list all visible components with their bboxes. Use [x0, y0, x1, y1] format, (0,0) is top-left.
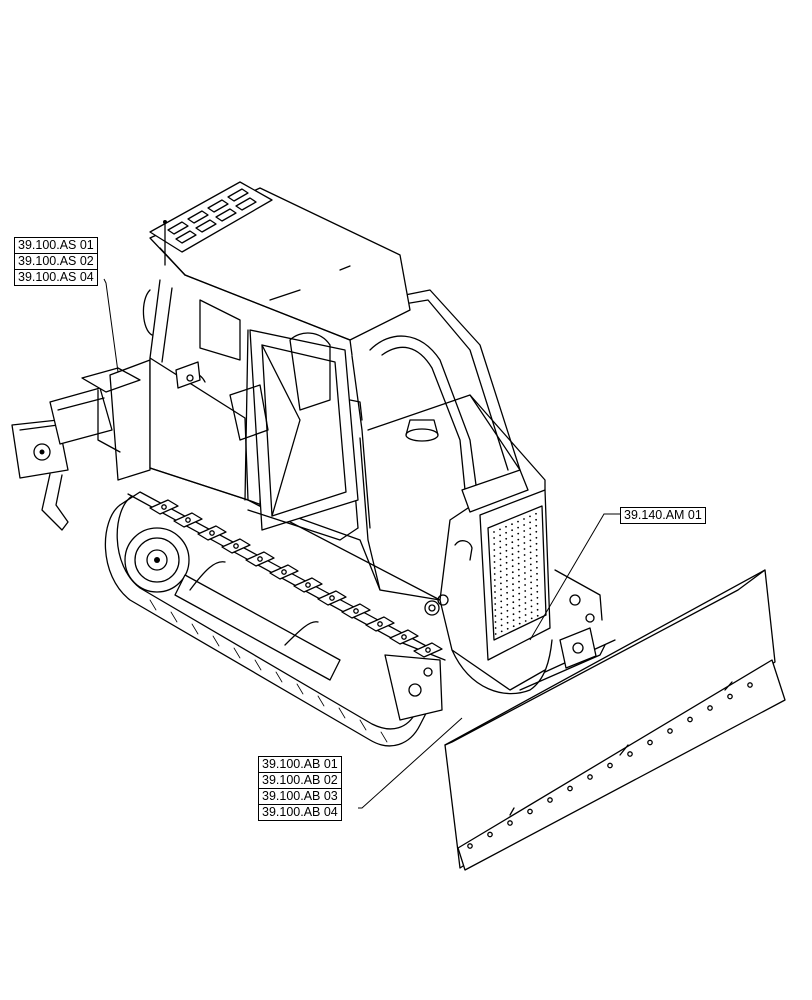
callout-39-100-as-02[interactable]: 39.100.AS 02 — [14, 253, 98, 270]
callout-group-as: 39.100.AS 01 39.100.AS 02 39.100.AS 04 — [14, 237, 98, 286]
operator-cab — [142, 181, 411, 541]
callout-group-ab: 39.100.AB 01 39.100.AB 02 39.100.AB 03 3… — [258, 756, 342, 821]
callout-39-100-ab-01[interactable]: 39.100.AB 01 — [258, 756, 342, 773]
callout-39-140-am-01[interactable]: 39.140.AM 01 — [620, 507, 706, 524]
callout-39-100-ab-03[interactable]: 39.100.AB 03 — [258, 788, 342, 805]
callout-39-100-as-04[interactable]: 39.100.AS 04 — [14, 269, 98, 286]
callout-39-100-as-01[interactable]: 39.100.AS 01 — [14, 237, 98, 254]
crawler-track — [104, 491, 446, 747]
callout-39-100-ab-02[interactable]: 39.100.AB 02 — [258, 772, 342, 789]
engine-housing — [109, 289, 553, 695]
dozer-blade — [444, 569, 786, 871]
leader-lines — [103, 278, 620, 809]
callout-group-am: 39.140.AM 01 — [620, 507, 706, 524]
callout-39-100-ab-04[interactable]: 39.100.AB 04 — [258, 804, 342, 821]
rear-ripper — [11, 367, 141, 531]
